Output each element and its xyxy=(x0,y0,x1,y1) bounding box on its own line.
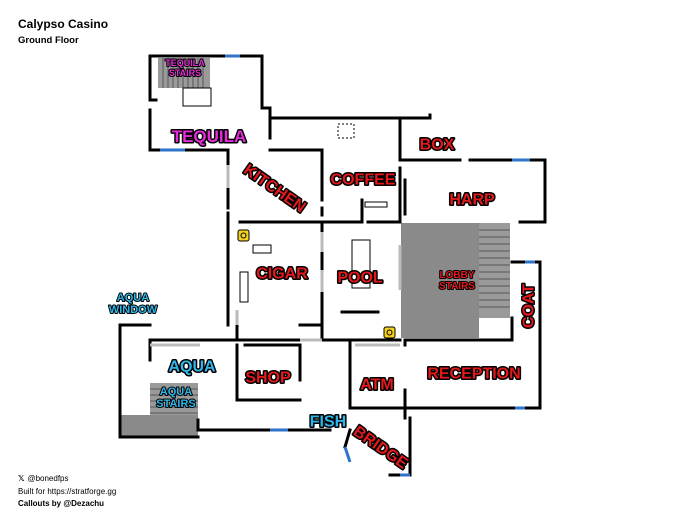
handle-text: @bonedfps xyxy=(27,474,69,483)
camera-icon xyxy=(383,326,396,339)
stairs-areas xyxy=(120,58,510,437)
room-label-fish: FISH xyxy=(310,414,346,431)
room-label-coffee: COFFEE xyxy=(331,172,396,189)
x-logo-icon: 𝕏 xyxy=(18,474,25,483)
room-label-harp: HARP xyxy=(449,192,495,209)
room-label-coat: COAT xyxy=(521,284,538,328)
furniture xyxy=(182,87,388,303)
lobby-stairs-steps xyxy=(479,223,510,318)
room-label-box: BOX xyxy=(420,137,455,154)
room-label-shop: SHOP xyxy=(245,370,291,387)
room-label-atm: ATM xyxy=(360,377,393,394)
room-label-reception: RECEPTION xyxy=(427,366,520,383)
footer-handle: 𝕏@bonedfps xyxy=(18,474,69,483)
footer-built-for: Built for https://stratforge.gg xyxy=(18,487,117,496)
windows xyxy=(160,54,535,477)
room-label-aqua: AQUA xyxy=(168,359,216,376)
aqua-lower-area xyxy=(120,415,198,437)
lobby-stairs-area xyxy=(401,223,479,338)
room-label-kitchen: KITCHEN xyxy=(240,162,308,217)
room-label-pool: POOL xyxy=(337,270,383,287)
room-label-tequila: TEQUILA xyxy=(172,127,247,146)
map-title: Calypso Casino xyxy=(18,17,109,31)
footer-callouts: Callouts by @Dezachu xyxy=(18,499,105,508)
walls xyxy=(118,54,547,477)
room-label-bridge: BRIDGE xyxy=(350,423,411,473)
map-subtitle: Ground Floor xyxy=(18,35,79,46)
tequila-stairs-area xyxy=(158,58,210,88)
camera-icon xyxy=(237,229,250,242)
doors xyxy=(150,165,402,347)
room-label-cigar: CIGAR xyxy=(256,266,308,283)
